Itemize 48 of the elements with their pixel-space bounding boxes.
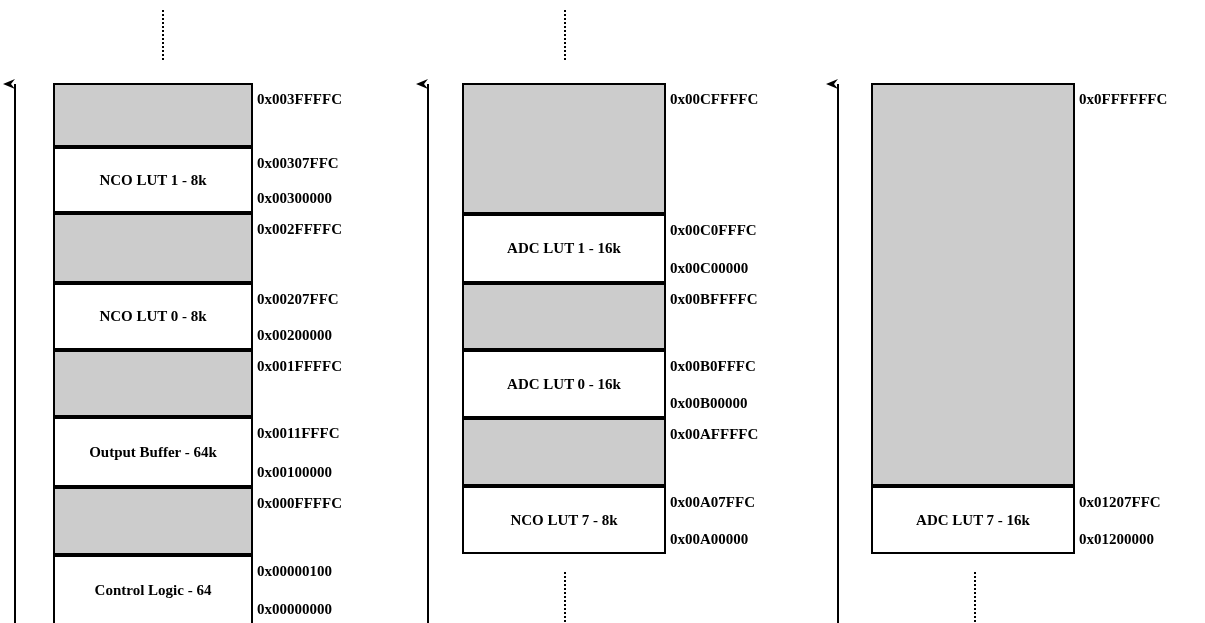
memory-region-box	[462, 214, 666, 283]
end-address: 0x00CFFFFC	[670, 90, 759, 108]
region-name: Output Buffer - 64k	[89, 443, 217, 461]
start-address: 0x01200000	[1079, 530, 1154, 548]
end-address: 0x0011FFFC	[257, 424, 340, 442]
end-address: 0x003FFFFC	[257, 90, 342, 108]
start-address: 0x00000000	[257, 600, 332, 618]
end-address: 0x00B0FFFC	[670, 357, 756, 375]
end-address: 0x00307FFC	[257, 154, 339, 172]
memory-region-box	[53, 555, 253, 623]
end-address: 0x00A07FFC	[670, 493, 755, 511]
region-name: NCO LUT 7 - 8k	[510, 511, 618, 529]
end-address: 0x01207FFC	[1079, 493, 1161, 511]
start-address: 0x00A00000	[670, 530, 749, 548]
reserved-memory-block	[53, 83, 253, 147]
reserved-memory-block	[53, 487, 253, 555]
end-address: 0x00BFFFFC	[670, 290, 758, 308]
region-name: ADC LUT 1 - 16k	[507, 240, 621, 257]
memory-region-box	[53, 417, 253, 487]
end-address: 0x002FFFFC	[257, 220, 342, 238]
start-address: 0x00B00000	[670, 394, 748, 412]
reserved-memory-block	[53, 350, 253, 417]
memory-region-box	[462, 486, 666, 554]
end-address: 0x00207FFC	[257, 290, 339, 308]
end-address: 0x00C0FFFC	[670, 221, 757, 239]
region-name: ADC LUT 0 - 16k	[507, 375, 621, 393]
reserved-memory-block	[871, 83, 1075, 486]
start-address: 0x00300000	[257, 189, 332, 207]
end-address: 0x0FFFFFFC	[1079, 90, 1168, 108]
start-address: 0x00C00000	[670, 259, 749, 277]
region-name: Control Logic - 64	[94, 581, 212, 599]
reserved-memory-block	[53, 213, 253, 283]
region-name: NCO LUT 1 - 8k	[99, 171, 207, 189]
memory-region-box	[53, 147, 253, 213]
start-address: 0x00200000	[257, 326, 332, 344]
end-address: 0x000FFFFC	[257, 494, 342, 512]
memory-region-box	[53, 283, 253, 350]
reserved-memory-block	[462, 83, 666, 214]
region-name: NCO LUT 0 - 8k	[99, 308, 207, 325]
end-address: 0x00000100	[257, 562, 332, 580]
memory-region-box	[462, 350, 666, 418]
reserved-memory-block	[462, 418, 666, 486]
memory-region-box	[871, 486, 1075, 554]
region-name: ADC LUT 7 - 16k	[916, 511, 1030, 529]
start-address: 0x00100000	[257, 463, 332, 481]
end-address: 0x00AFFFFC	[670, 425, 759, 443]
reserved-memory-block	[462, 283, 666, 350]
end-address: 0x001FFFFC	[257, 357, 342, 375]
